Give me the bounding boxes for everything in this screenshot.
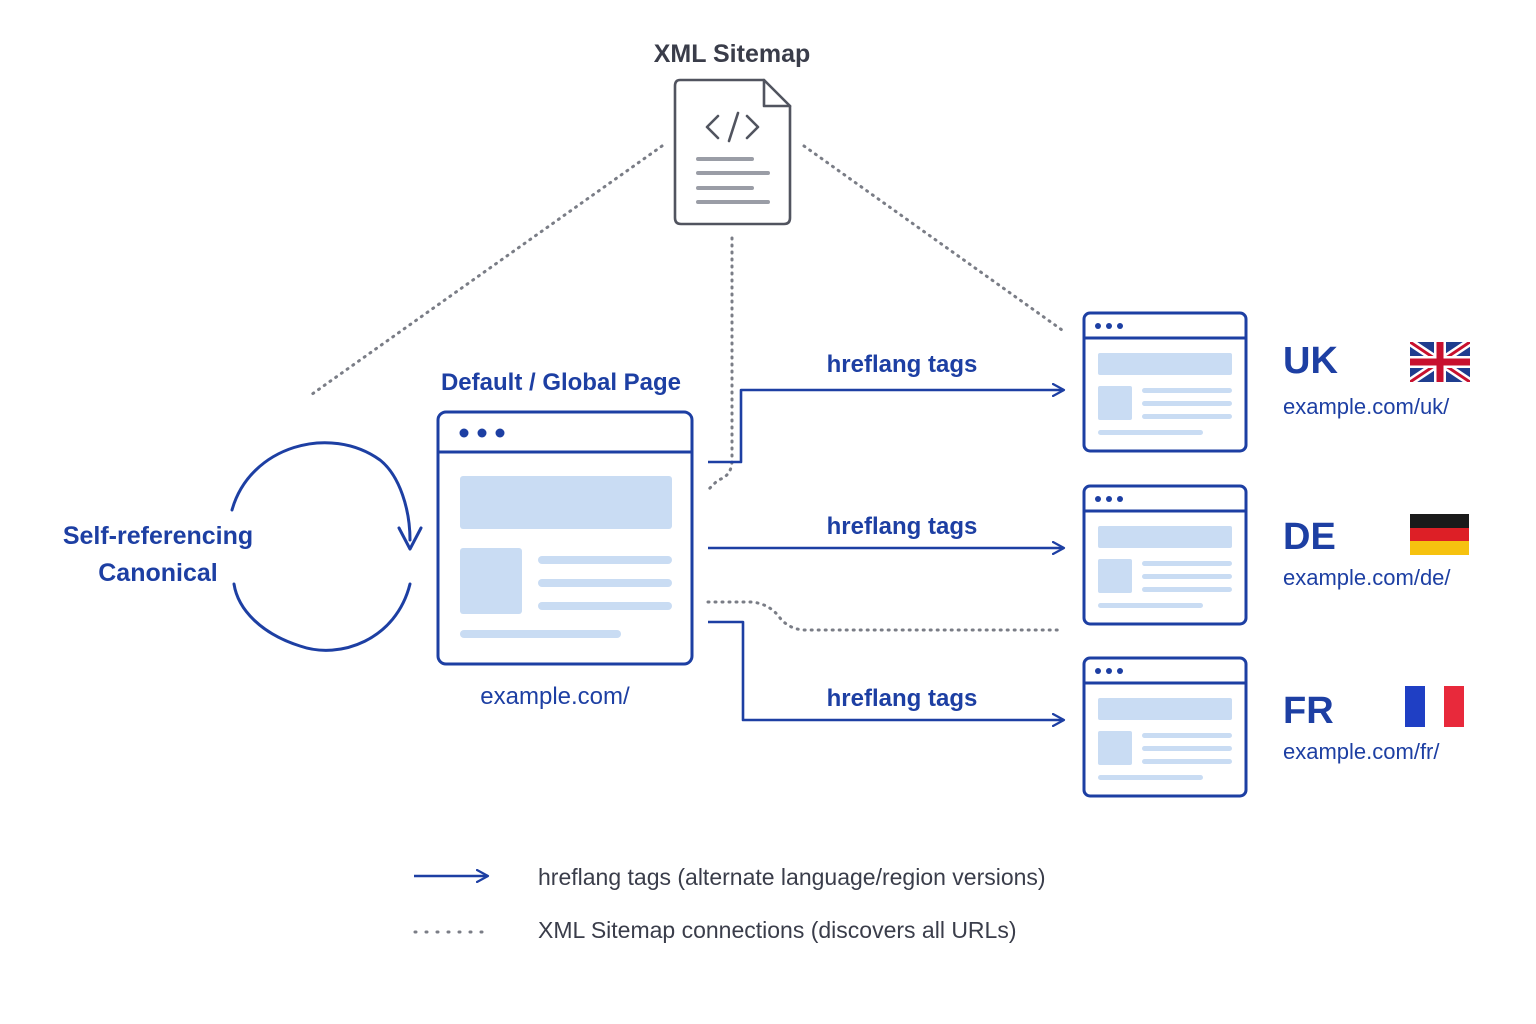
france-flag-icon	[1405, 686, 1464, 727]
legend: hreflang tags (alternate language/region…	[413, 864, 1046, 943]
region-url-de: example.com/de/	[1283, 565, 1451, 590]
circular-arrows-icon	[230, 441, 423, 652]
region-code-de: DE	[1283, 516, 1336, 558]
region-url-fr: example.com/fr/	[1283, 739, 1440, 764]
hreflang-arrow-uk	[708, 390, 1064, 464]
canonical-label-line1: Self-referencing	[63, 522, 253, 550]
legend-solid-label: hreflang tags (alternate language/region…	[538, 864, 1046, 890]
browser-window-icon	[1082, 484, 1248, 626]
browser-window-icon	[436, 410, 694, 666]
default-to-de-dotted-line	[706, 600, 1064, 632]
hreflang-arrows	[708, 390, 1064, 720]
browser-window-icon	[1082, 656, 1248, 798]
region-url-uk: example.com/uk/	[1283, 394, 1450, 419]
sitemap-to-default-line	[706, 236, 734, 492]
default-page-title: Default / Global Page	[441, 369, 681, 396]
hreflang-label-fr: hreflang tags	[827, 685, 978, 712]
legend-dotted-label: XML Sitemap connections (discovers all U…	[538, 917, 1017, 943]
self-referencing-canonical: Self-referencing Canonical	[63, 441, 423, 652]
sitemap-title: XML Sitemap	[654, 40, 811, 68]
browser-window-icon	[1082, 311, 1248, 453]
hreflang-label-uk: hreflang tags	[827, 351, 978, 378]
sitemap-to-uk-line	[802, 144, 1064, 332]
hreflang-label-de: hreflang tags	[827, 513, 978, 540]
region-code-uk: UK	[1283, 340, 1338, 382]
uk-flag-icon	[1410, 342, 1470, 382]
default-global-page: Default / Global Page example.com/	[436, 369, 694, 710]
xml-sitemap: XML Sitemap	[654, 40, 811, 226]
sitemap-to-canonical-line	[306, 144, 664, 399]
default-page-url: example.com/	[480, 683, 630, 710]
sitemap-connections	[306, 144, 1064, 632]
region-page-de: DE example.com/de/	[1082, 484, 1469, 626]
region-page-uk: UK example.com/uk/	[1082, 311, 1470, 453]
region-code-fr: FR	[1283, 690, 1334, 732]
hreflang-arrow-fr	[708, 620, 1064, 720]
region-page-fr: FR example.com/fr/	[1082, 656, 1464, 798]
code-document-icon	[673, 78, 792, 226]
canonical-label-line2: Canonical	[98, 559, 217, 587]
germany-flag-icon	[1410, 514, 1469, 555]
